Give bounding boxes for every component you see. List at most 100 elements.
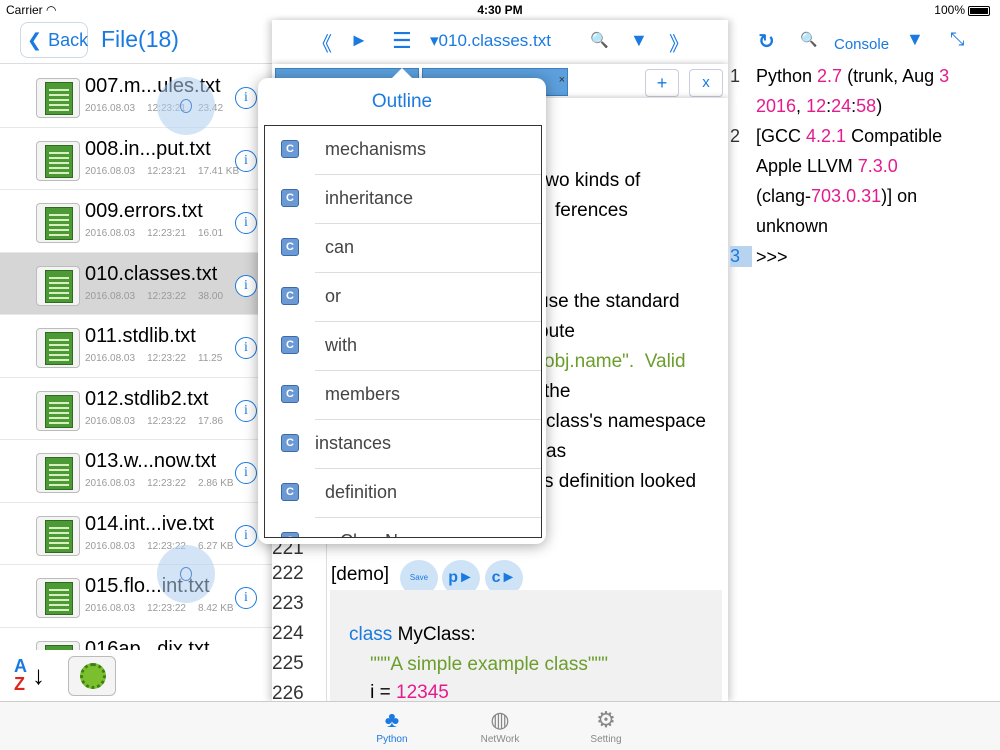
console-down-icon[interactable]: ▼ [906,29,924,49]
close-tabs-button[interactable]: x [689,69,723,97]
class-icon: C [281,140,299,158]
info-icon[interactable]: i [235,337,257,359]
run-icon[interactable]: ► [350,30,368,50]
prev-file-icon[interactable]: 《 [312,34,332,56]
outline-item-label: can [325,237,355,257]
code-line: obj.name". Valid [544,351,686,372]
line-number: 224 [272,623,304,644]
code-line: bute [538,321,575,342]
outline-list-icon[interactable]: ☰ [392,28,412,53]
code-line: ferences [555,200,628,221]
code-line: two kinds of [540,170,641,191]
console-output[interactable]: 1 Python 2.7 (trunk, Aug 3 2016, 12:24:5… [728,64,1000,701]
file-name: 014.int...ive.txt [85,512,214,535]
tab-close-icon[interactable]: × [558,74,565,86]
console-line: Python 2.7 (trunk, Aug 3 [756,66,950,86]
class-icon: C [281,287,299,305]
console-line-number: 3 [730,246,752,267]
code-line: as [546,441,567,462]
console-line: Apple LLVM 7.3.0 [756,156,898,176]
down-arrow-icon[interactable]: ▼ [630,30,648,50]
popover-arrow [392,68,412,78]
info-icon[interactable]: i [235,524,257,547]
back-button[interactable]: Back [20,22,88,58]
console-line-number: 2 [730,126,741,146]
file-name: 011.stdlib.txt [85,325,196,347]
console-gutter [728,64,750,701]
file-row[interactable]: 016ap...dix.txt [0,628,275,650]
line-number: 222 [272,563,304,584]
console-label[interactable]: Console [834,36,890,53]
code-line: class MyClass: [349,624,476,645]
outline-item-label: inheritance [325,188,414,208]
console-line: unknown [756,216,829,236]
file-selector[interactable]: ▾010.classes.txt [430,31,551,50]
console-toolbar: ↻ 🔍 Console ▼ ⤡ [728,20,1000,64]
info-icon[interactable]: i [235,149,257,172]
line-number: 225 [272,653,304,674]
code-line: use the standard [538,291,680,312]
console-search-icon[interactable]: 🔍 [800,31,818,47]
info-icon[interactable]: i [235,87,257,109]
tab-network[interactable]: ◍ NetWork [470,706,530,745]
collapse-icon[interactable]: ⤡ [950,29,965,49]
text-file-icon [36,640,80,650]
text-file-icon [36,453,80,493]
line-number: 223 [272,593,304,614]
outline-item-label: members [325,384,401,404]
info-icon[interactable]: i [235,274,257,297]
search-icon[interactable]: 🔍 [590,32,609,49]
gear-icon [80,663,106,689]
info-icon[interactable]: i [235,462,257,484]
info-icon[interactable]: i [235,399,257,422]
console-line-number: 1 [730,66,741,86]
info-icon[interactable]: i [235,212,257,234]
file-name: 009.errors.txt [85,200,203,222]
class-icon: C [281,189,299,207]
code-line: s definition looked [544,471,697,492]
console-line: [GCC 4.2.1 Compatible [756,126,943,146]
settings-gear-button[interactable] [68,656,116,696]
console-prompt[interactable]: >>> [756,247,788,267]
class-icon: C [281,532,299,537]
code-line: """A simple example class""" [349,654,609,675]
tab-setting[interactable]: ⚙ Setting [576,706,636,745]
gear-icon: ⚙ [596,707,616,732]
tab-python[interactable]: ♣ Python [362,706,422,745]
next-file-icon[interactable]: 》 [669,34,689,56]
line-number: 226 [272,683,304,701]
outline-item-label: instances [315,433,392,453]
add-tab-button[interactable]: + [645,69,679,97]
info-icon[interactable]: i [235,587,257,609]
refresh-icon[interactable]: ↻ [758,31,775,53]
outline-item[interactable]: C...ClassN... [265,518,541,537]
clover-icon: ♣ [384,707,400,732]
text-file-icon [36,265,80,306]
popover-title: Outline [371,91,433,112]
